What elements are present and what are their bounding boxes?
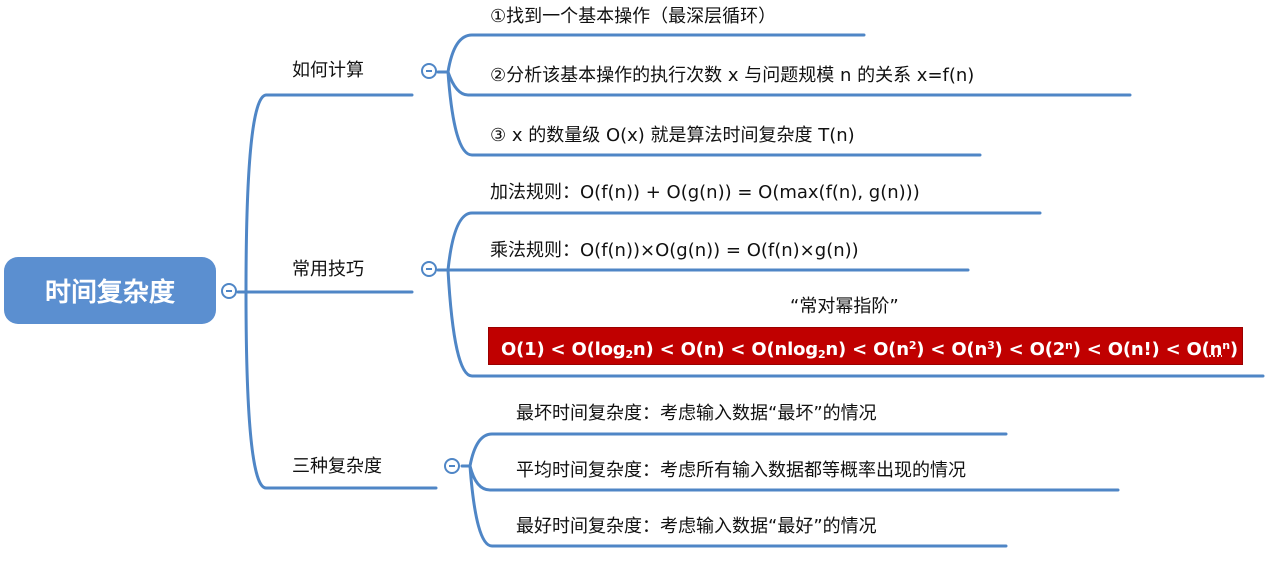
branch-2-collapse-icon[interactable] xyxy=(421,261,437,277)
order-part: n) < O(n) < O(nlog xyxy=(632,339,818,360)
branch-common-tips[interactable]: 常用技巧 xyxy=(292,259,364,280)
addition-rule-text: 加法规则：O(f(n)) + O(g(n)) = O(max(f(n), g(n… xyxy=(490,182,920,203)
multiplication-rule-text: 乘法规则：O(f(n))×O(g(n)) = O(f(n)×g(n)) xyxy=(490,240,859,261)
best-case-text: 最好时间复杂度：考虑输入数据“最好”的情况 xyxy=(516,516,877,537)
branch-three-complexities[interactable]: 三种复杂度 xyxy=(292,456,382,477)
worst-case-text: 最坏时间复杂度：考虑输入数据“最坏”的情况 xyxy=(516,403,877,424)
order-sup: n xyxy=(1065,339,1073,352)
order-part: O(1) < O(log xyxy=(501,339,626,360)
complexity-order-banner: O(1) < O(log2n) < O(n) < O(nlog2n) < O(n… xyxy=(488,327,1243,365)
order-part: ) < O(n xyxy=(916,339,988,360)
average-case-text: 平均时间复杂度：考虑所有输入数据都等概率出现的情况 xyxy=(516,460,966,481)
order-part: ) < O(2 xyxy=(994,339,1066,360)
step-1-text: ①找到一个基本操作（最深层循环） xyxy=(490,6,777,27)
step-3-text: ③ x 的数量级 O(x) 就是算法时间复杂度 T(n) xyxy=(490,125,855,146)
order-sub: 2 xyxy=(817,348,826,361)
step-2-text: ②分析该基本操作的执行次数 x 与问题规模 n 的关系 x=f(n) xyxy=(490,65,975,86)
root-node[interactable]: 时间复杂度 xyxy=(4,257,216,324)
branch-1-collapse-icon[interactable] xyxy=(421,63,437,79)
order-part: ) xyxy=(1229,339,1238,360)
order-part: n xyxy=(1209,339,1223,360)
order-part: n) < O(n xyxy=(825,339,909,360)
mnemonic-text: “常对幂指阶” xyxy=(790,296,899,317)
order-sup: 3 xyxy=(987,339,995,352)
root-title: 时间复杂度 xyxy=(44,278,175,308)
branch-3-collapse-icon[interactable] xyxy=(444,458,460,474)
order-sub: 2 xyxy=(625,348,633,361)
branch-how-to-compute[interactable]: 如何计算 xyxy=(292,60,364,81)
root-collapse-icon[interactable] xyxy=(221,283,237,299)
order-part: ) < O(n!) < O( xyxy=(1072,339,1210,360)
order-sup: n xyxy=(1222,339,1230,352)
order-sup: 2 xyxy=(908,339,917,352)
